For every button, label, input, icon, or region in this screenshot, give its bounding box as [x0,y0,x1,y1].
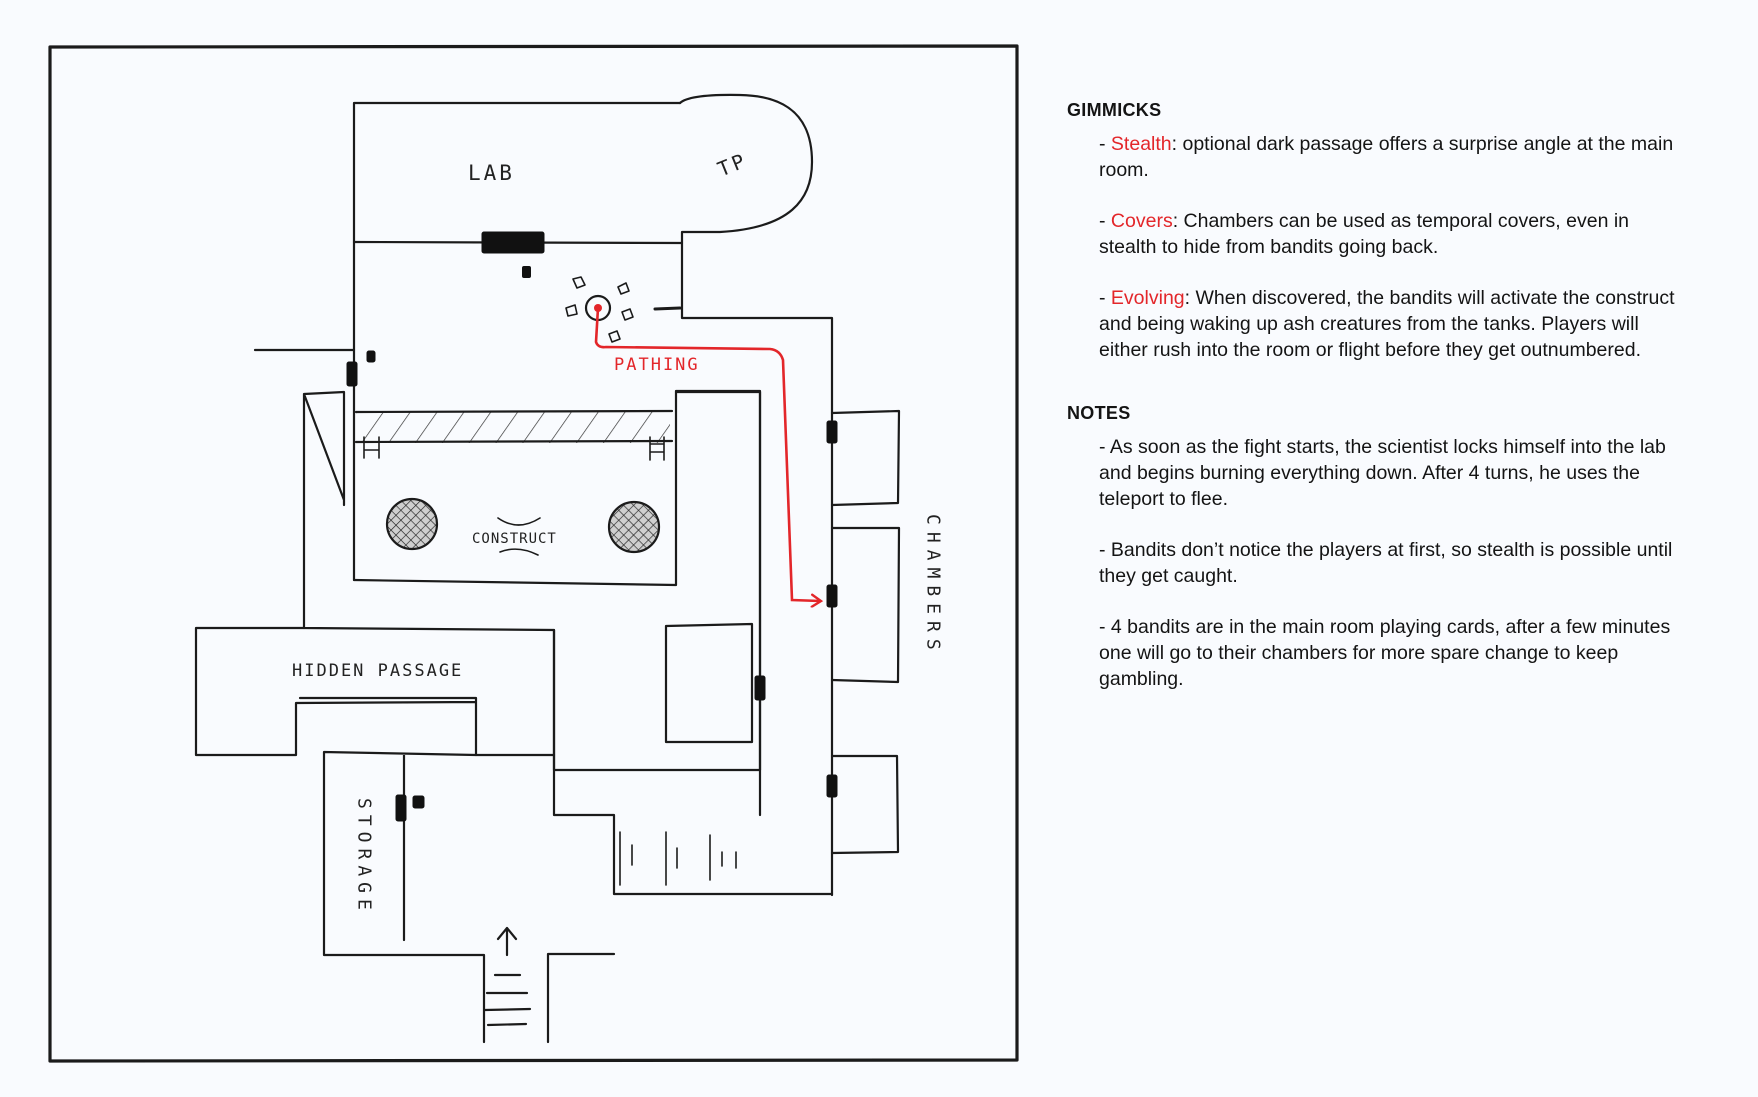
notes-title: NOTES [1067,403,1131,423]
tank-icon [385,497,439,551]
construct-rail [354,409,674,414]
gimmick-item: - Covers: Chambers can be used as tempor… [1099,210,1630,258]
note-item: - Bandits don’t notice the players at fi… [1099,539,1673,587]
tp-room [678,93,834,897]
construct-hatch [356,412,670,443]
gimmicks-title: GIMMICKS [1067,100,1162,120]
door [826,420,838,444]
tank-icon [607,500,661,554]
middle-corridor [664,390,762,817]
construct-glyph [497,517,541,556]
construct-hall [302,389,762,772]
notes-section: NOTES - As soon as the fight starts, the… [1065,403,1685,692]
door [826,584,838,608]
note-item: - 4 bandits are in the main room playing… [1099,616,1671,690]
pathing-label: PATHING [614,355,700,375]
construct-rail-bottom [354,439,674,444]
construct-label: CONSTRUCT [472,531,557,547]
notes-panel: GIMMICKS - Stealth: optional dark passag… [1065,100,1685,732]
lock-icon [366,350,376,363]
lab-door-small [653,306,682,311]
gimmick-name: Covers [1110,210,1173,232]
chambers-label: CHAMBERS [923,514,944,657]
entrance-arrow-icon [483,926,532,1027]
main-room-left-wall [253,348,356,582]
map-frame-border [48,44,1019,1063]
gimmick-name: Evolving [1110,287,1185,309]
barrels [619,831,737,886]
lab-label: LAB [468,161,515,185]
note-item: - As soon as the fight starts, the scien… [1099,436,1666,510]
gimmick-name: Stealth [1110,133,1172,155]
tp-label: TP [714,148,751,182]
chair-icon [565,276,634,343]
pathing-arrow [594,306,820,601]
gimmick-text: : optional dark passage offers a surpris… [1099,133,1674,181]
hidden-passage [194,626,556,757]
gimmick-item: - Stealth: optional dark passage offers … [1099,133,1674,181]
lab-room [352,101,682,392]
door [754,675,766,701]
gimmick-text: : When discovered, the bandits will acti… [1099,287,1675,361]
storage-label: STORAGE [354,798,375,916]
lab-door [481,231,545,254]
stairs-icon [363,436,665,461]
storage-room [322,750,834,1044]
door [826,774,838,798]
door [395,794,407,822]
lock-icon [412,795,425,809]
lock-icon [522,266,531,278]
door [346,361,358,387]
chambers [830,409,901,855]
hidden-passage-label: HIDDEN PASSAGE [292,661,463,681]
gimmicks-section: GIMMICKS - Stealth: optional dark passag… [1065,100,1685,363]
gimmick-text: : Chambers can be used as temporal cover… [1099,210,1630,258]
gimmick-item: - Evolving: When discovered, the bandits… [1099,287,1675,361]
